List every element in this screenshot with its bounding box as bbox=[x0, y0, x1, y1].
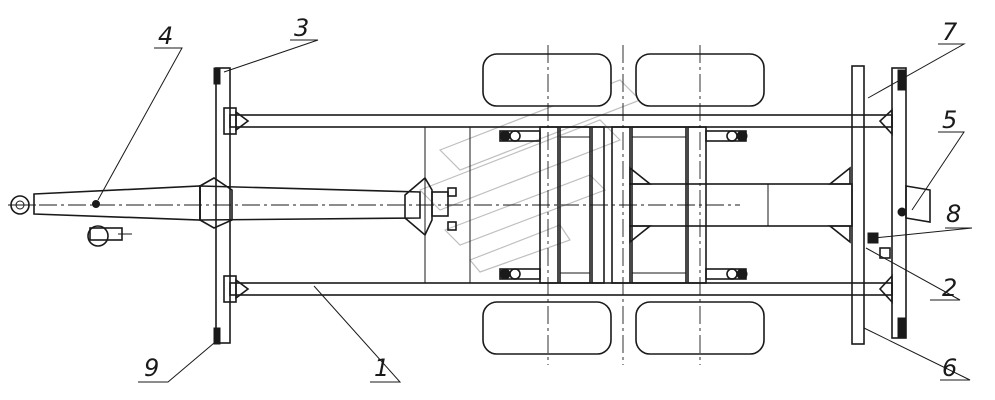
leader-lines bbox=[97, 39, 973, 383]
callout-2: 2 bbox=[942, 274, 957, 302]
callout-5: 5 bbox=[942, 106, 957, 134]
callout-4: 4 bbox=[158, 22, 173, 50]
support-jack-wheel bbox=[87, 200, 132, 247]
callout-6: 6 bbox=[942, 354, 957, 382]
left-marker-rear bbox=[897, 69, 907, 91]
callout-9: 9 bbox=[144, 354, 159, 382]
callout-8: 8 bbox=[946, 200, 961, 228]
watermark-logo bbox=[418, 79, 642, 273]
callout-7: 7 bbox=[942, 18, 958, 46]
front-cross-member bbox=[215, 67, 250, 344]
wheel-front-left-top bbox=[482, 53, 612, 107]
frame-side-member-bottom bbox=[229, 282, 893, 296]
axle-hangers bbox=[499, 130, 748, 280]
callout-1: 1 bbox=[374, 354, 389, 382]
drawbar bbox=[10, 176, 740, 237]
wheel-front-right-bottom bbox=[482, 301, 612, 355]
rear-cross-member bbox=[851, 65, 907, 345]
right-marker-rear bbox=[897, 317, 907, 339]
frame-side-member-top bbox=[229, 114, 893, 128]
left-marker-front bbox=[213, 67, 221, 85]
towing-eye bbox=[8, 195, 36, 215]
right-marker-front bbox=[213, 327, 221, 345]
callout-3: 3 bbox=[294, 14, 309, 42]
